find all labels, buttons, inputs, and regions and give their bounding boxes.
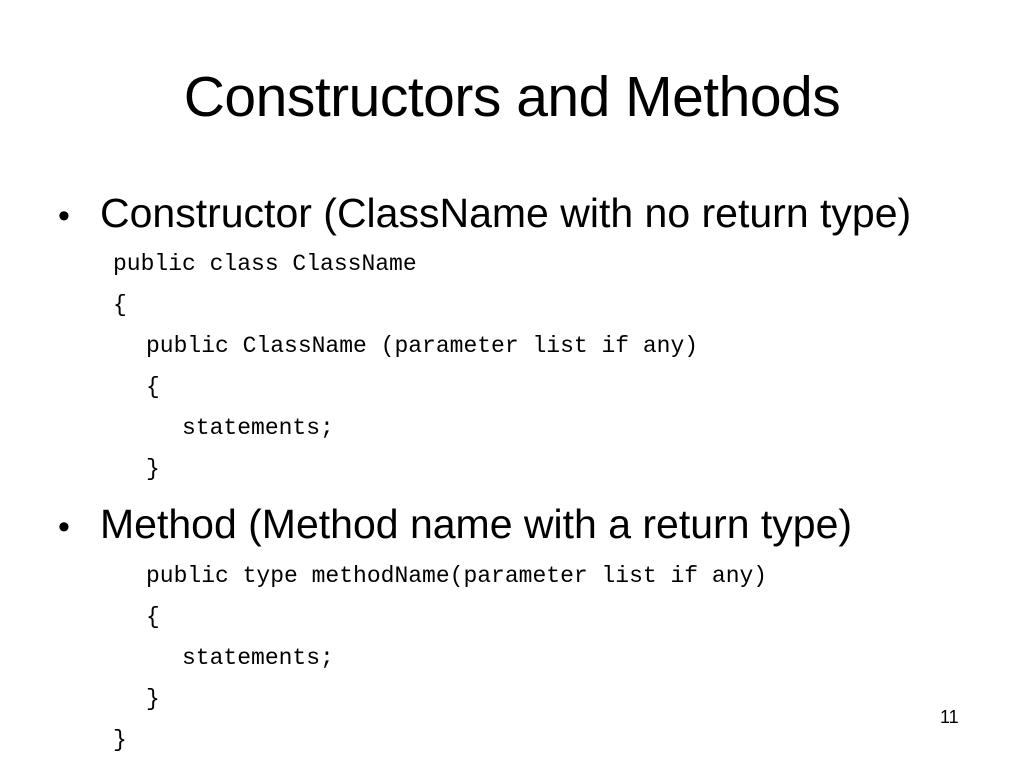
code-line-method-close-brace: } (146, 686, 160, 712)
code-line-class-open-brace: { (113, 292, 127, 318)
code-line-method-open-brace: { (146, 604, 160, 630)
code-line-method-signature: public type methodName(parameter list if… (146, 563, 768, 589)
code-line-class-close-brace: } (113, 727, 127, 753)
code-line-constructor-open-brace: { (146, 374, 160, 400)
code-line-method-statements: statements; (182, 645, 334, 671)
bullet-method: • Method (Method name with a return type) (58, 499, 852, 552)
code-line-class-declaration: public class ClassName (113, 251, 417, 277)
code-line-constructor-close-brace: } (146, 456, 160, 482)
code-line-constructor-statements: statements; (182, 415, 334, 441)
bullet-marker: • (58, 197, 70, 235)
code-line-constructor-signature: public ClassName (parameter list if any) (146, 333, 699, 359)
bullet-text-method: Method (Method name with a return type) (100, 501, 853, 547)
bullet-text-constructor: Constructor (ClassName with no return ty… (100, 190, 912, 236)
page-number: 11 (940, 707, 959, 727)
bullet-constructor: • Constructor (ClassName with no return t… (58, 188, 911, 241)
bullet-marker: • (58, 508, 70, 546)
slide-title: Constructors and Methods (183, 65, 841, 129)
